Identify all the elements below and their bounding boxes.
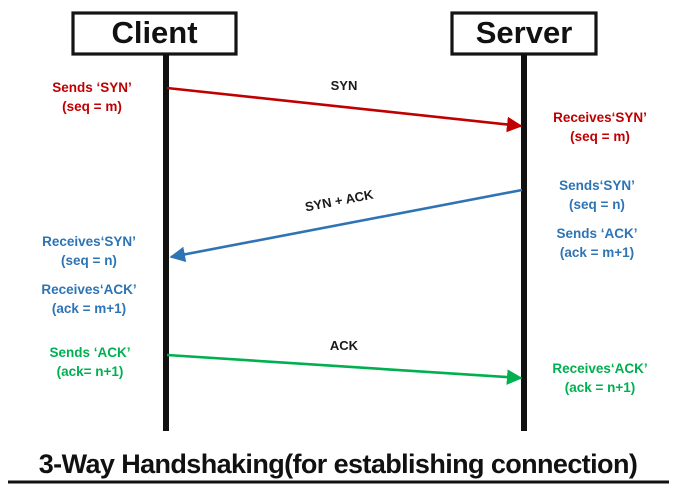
ack-receiver-note-line2: (ack = n+1) [565,380,636,395]
ack-sender-note-line2: (ack= n+1) [57,364,124,379]
syn-receiver-note: Receives‘SYN’ (seq = m) [553,110,647,144]
client-box [71,11,238,56]
client-label: Client [111,15,197,50]
ack-arrow-label: ACK [330,338,359,353]
syn-sender-note-line1: Sends ‘SYN’ [52,80,132,95]
message-syn: SYN [166,78,523,133]
syn-ack-sender-note-line4: (ack = m+1) [560,245,634,260]
syn-ack-receiver-note-line4: (ack = m+1) [52,301,126,316]
syn-ack-receiver-note: Receives‘SYN’ (seq = n) Receives‘ACK’ (a… [41,234,136,316]
syn-ack-sender-note-line1: Sends‘SYN’ [559,178,635,193]
ack-receiver-note-line1: Receives‘ACK’ [552,361,647,376]
ack-sender-note: Sends ‘ACK’ (ack= n+1) [49,345,130,379]
syn-sender-note: Sends ‘SYN’ (seq = m) [52,80,132,114]
syn-ack-sender-note: Sends‘SYN’ (seq = n) Sends ‘ACK’ (ack = … [556,178,637,260]
client-node: Client [71,11,238,56]
caption-label: 3-Way Handshaking(for establishing conne… [39,449,637,479]
syn-ack-receiver-note-line2: (seq = n) [61,253,117,268]
syn-arrow-label: SYN [331,78,358,93]
syn-ack-receiver-note-line3: Receives‘ACK’ [41,282,136,297]
ack-arrow [166,353,523,385]
message-ack: ACK [166,338,523,385]
syn-ack-arrow-label: SYN + ACK [304,187,375,215]
diagram-caption: 3-Way Handshaking(for establishing conne… [8,449,669,484]
server-label: Server [476,15,573,50]
ack-receiver-note: Receives‘ACK’ (ack = n+1) [552,361,647,395]
syn-ack-receiver-note-line1: Receives‘SYN’ [42,234,136,249]
message-syn-ack: SYN + ACK [169,187,523,263]
server-node: Server [450,11,598,56]
syn-sender-note-line2: (seq = m) [62,99,122,114]
syn-receiver-note-line1: Receives‘SYN’ [553,110,647,125]
ack-sender-note-line1: Sends ‘ACK’ [49,345,130,360]
syn-ack-sender-note-line2: (seq = n) [569,197,625,212]
syn-ack-sender-note-line3: Sends ‘ACK’ [556,226,637,241]
syn-receiver-note-line2: (seq = m) [570,129,630,144]
syn-arrow [166,86,523,133]
syn-ack-arrow [169,188,523,263]
